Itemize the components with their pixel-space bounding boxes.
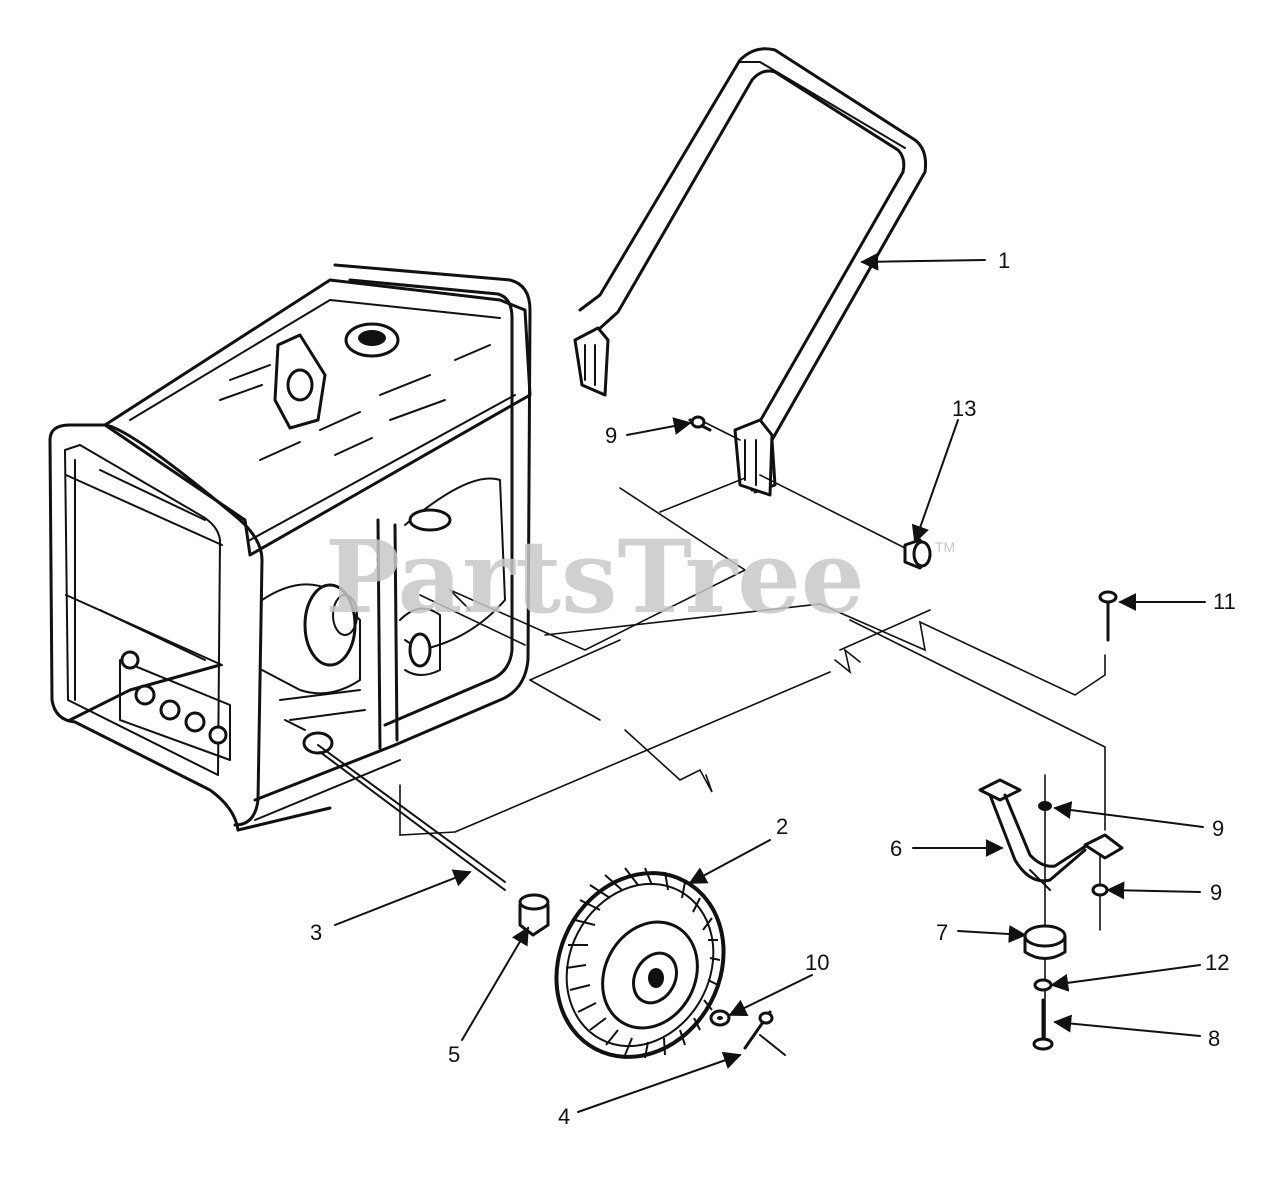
washer-part — [709, 1009, 731, 1027]
callout-1: 1 — [998, 248, 1010, 273]
callout-9-handle: 9 — [605, 423, 617, 448]
generator-assembly — [48, 263, 532, 832]
handle-part — [573, 47, 927, 497]
axle-part — [317, 744, 506, 891]
assembly-guide-lines — [399, 419, 1106, 1041]
callout-6: 6 — [890, 836, 902, 861]
callout-10: 10 — [805, 950, 829, 975]
callout-9-leg-top: 9 — [1212, 816, 1224, 841]
callout-3: 3 — [310, 920, 322, 945]
callout-2: 2 — [776, 814, 788, 839]
spacer-part — [518, 893, 550, 937]
watermark-text: PartsTree — [325, 518, 865, 636]
cotter-pin-part — [743, 1010, 786, 1056]
watermark-trademark: TM — [935, 539, 955, 555]
callout-labels: 1 2 3 4 5 6 7 8 9 9 9 10 11 12 13 — [310, 248, 1236, 1129]
support-leg-part — [978, 778, 1124, 891]
handle-bolt-part — [688, 415, 712, 432]
callout-8: 8 — [1208, 1026, 1220, 1051]
handle-knob-part — [903, 538, 932, 570]
callout-leaders — [334, 252, 1206, 1113]
callout-5: 5 — [448, 1042, 460, 1067]
callout-13: 13 — [952, 396, 976, 421]
callout-11: 11 — [1213, 589, 1236, 614]
top-bolt-part — [1098, 590, 1118, 642]
callout-12: 12 — [1205, 950, 1229, 975]
leg-washers-part — [1033, 801, 1109, 992]
callout-9-leg-side: 9 — [1210, 880, 1222, 905]
callout-4: 4 — [558, 1104, 570, 1129]
rubber-foot-part — [1023, 924, 1067, 960]
callout-7: 7 — [936, 920, 948, 945]
leg-bolt-part — [1032, 998, 1054, 1051]
watermark: PartsTree TM — [325, 518, 955, 636]
wheel-part — [554, 867, 726, 1059]
